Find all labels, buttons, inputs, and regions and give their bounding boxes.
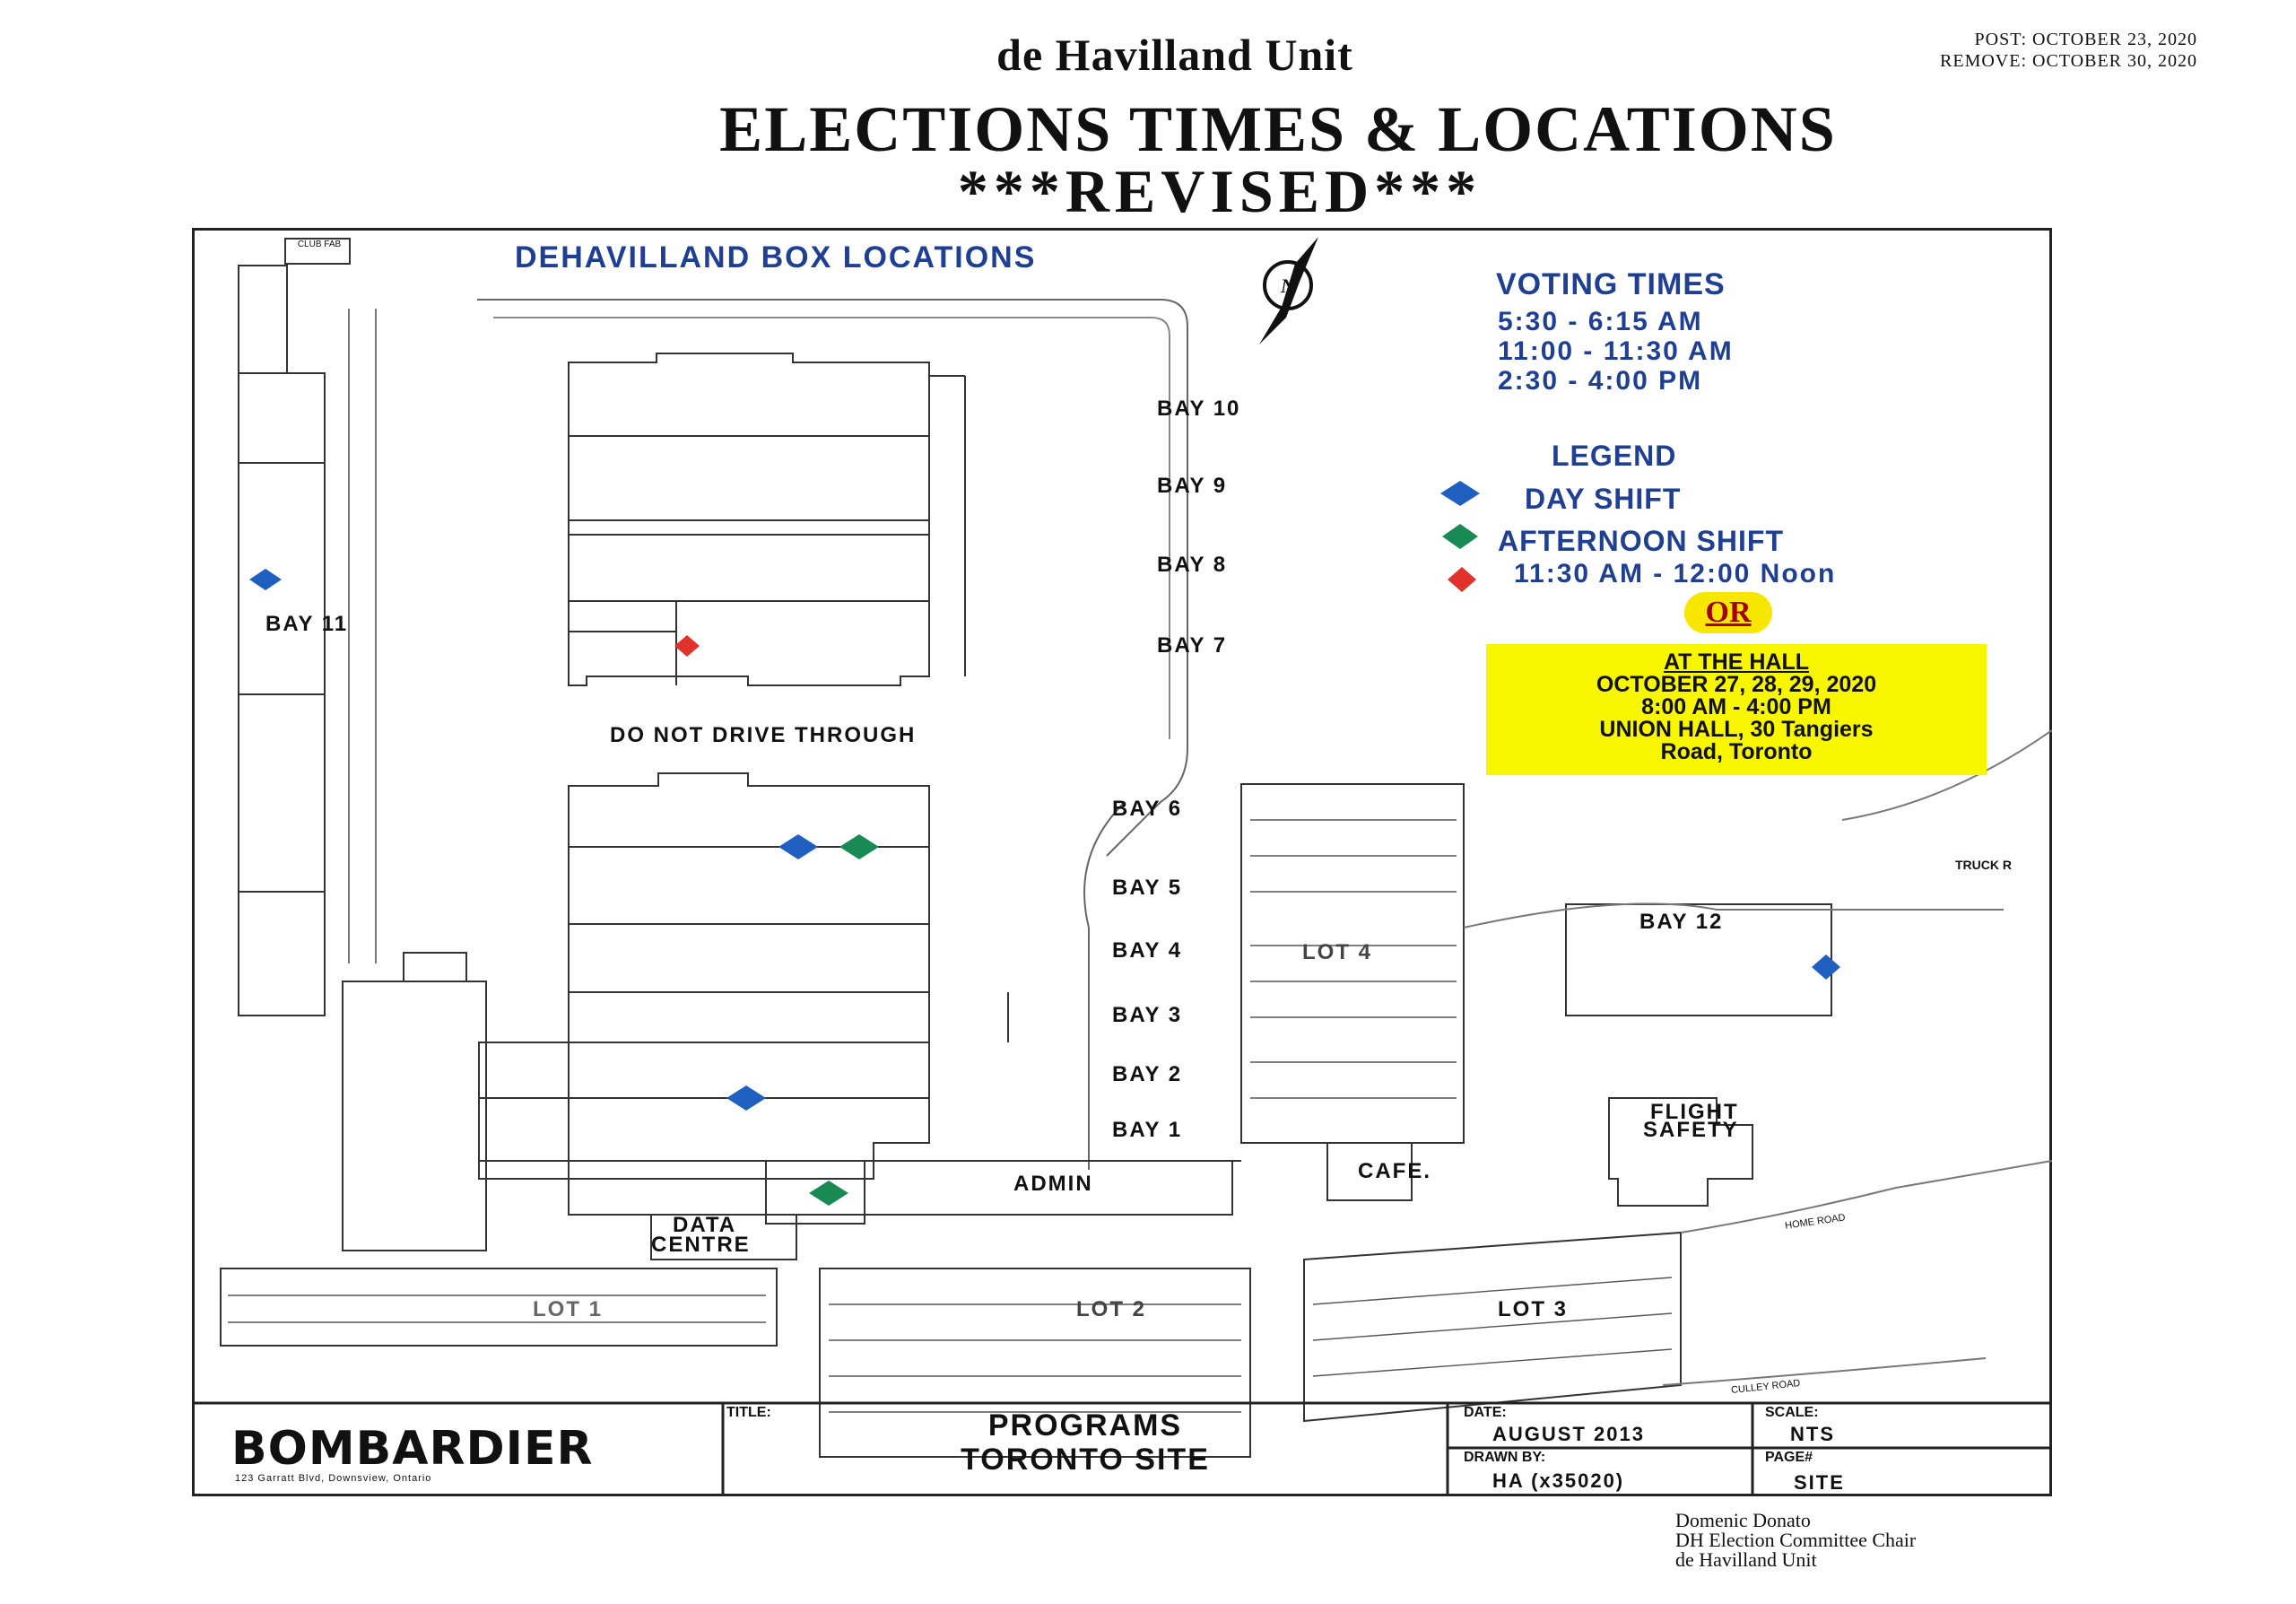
title-label: TITLE: [726,1405,771,1420]
legend-day-label: DAY SHIFT [1525,483,1682,515]
site-map [192,237,2052,1496]
title-line-2: TORONTO SITE [961,1443,1210,1477]
drawn-by-label: DRAWN BY: [1464,1450,1546,1465]
hall-place: UNION HALL, 30 Tangiers [1599,717,1874,742]
parking-stalls [228,819,1673,1413]
bay6-label: BAY 6 [1112,797,1183,821]
box-bay6-day [778,834,818,859]
legend-title: LEGEND [1552,440,1677,472]
lower-complex [568,772,930,1180]
remove-date: REMOVE: OCTOBER 30, 2020 [1940,51,2197,71]
legend-red-marker [1448,567,1476,592]
signer-role: DH Election Committee Chair [1675,1529,1917,1551]
signature-block: Domenic Donato DH Election Committee Cha… [1675,1511,1916,1570]
box-locations-title: DEHAVILLAND BOX LOCATIONS [515,240,1037,275]
post-dates: POST: OCTOBER 23, 2020 REMOVE: OCTOBER 3… [1940,29,2197,72]
voting-time-2: 11:00 - 11:30 AM [1498,336,1734,366]
box-admin-afternoon [809,1181,848,1206]
bay11-label: BAY 11 [265,612,349,636]
admin-building [568,1160,1233,1216]
hall-time: 8:00 AM - 4:00 PM [1641,694,1831,719]
box-bay2-day [726,1085,766,1111]
legend-day-marker [1440,481,1480,506]
page-subtitle: ***REVISED*** [957,157,1483,225]
lot1-label: LOT 1 [533,1297,604,1321]
no-drive-label: DO NOT DRIVE THROUGH [610,723,917,747]
voting-time-1: 5:30 - 6:15 AM [1498,307,1703,336]
or-badge: OR [1684,592,1772,633]
signer-unit: de Havilland Unit [1675,1548,1817,1571]
lot2-outline [819,1268,1251,1458]
union-hall-notice: AT THE HALL OCTOBER 27, 28, 29, 2020 8:0… [1486,644,1987,775]
signer-name: Domenic Donato [1675,1509,1811,1531]
box-bay7-red [674,635,700,657]
post-date: POST: OCTOBER 23, 2020 [1974,30,2197,49]
bay7-label: BAY 7 [1157,633,1228,658]
cafe-label: CAFE. [1358,1159,1431,1183]
bay2-label: BAY 2 [1112,1062,1183,1086]
lot3-label: LOT 3 [1498,1297,1569,1321]
bay4-label: BAY 4 [1112,938,1183,963]
date-label: DATE: [1464,1405,1507,1420]
voting-time-3: 2:30 - 4:00 PM [1498,366,1703,396]
scale-label: SCALE: [1765,1405,1819,1420]
truck-road-label: TRUCK R [1955,858,2012,872]
admin-label: ADMIN [1013,1172,1093,1196]
bombardier-address: 123 Garratt Blvd, Downsview, Ontario [235,1473,432,1484]
legend-afternoon-marker [1442,524,1478,549]
box-bay6-afternoon [839,834,879,859]
bay8-label: BAY 8 [1157,553,1228,577]
unit-title: de Havilland Unit [996,30,1353,80]
flight-label: FLIGHT [1650,1100,1739,1124]
box-bay11-day [249,569,282,590]
club-label: CLUB FAB [297,240,342,249]
drawn-by-value: HA (x35020) [1492,1469,1625,1492]
lot3-outline [1303,1231,1682,1423]
lot4-label: LOT 4 [1302,940,1373,964]
north-label: N [1281,275,1295,297]
page-title: ELECTIONS TIMES & LOCATIONS [719,93,1837,165]
scale-value: NTS [1790,1423,1835,1445]
ballot-box-markers [249,569,1840,1206]
lot1-outline [220,1268,778,1347]
page-label: PAGE# [1765,1450,1813,1465]
bay12-label: BAY 12 [1639,910,1724,934]
title-block [192,1401,2052,1496]
page-value: SITE [1794,1471,1845,1494]
data-centre [650,1214,797,1260]
legend-markers [1440,481,1480,592]
legend-red-time: 11:30 AM - 12:00 Noon [1514,559,1837,588]
club-fab-box [284,238,351,265]
club-building [238,265,288,374]
upper-complex [568,353,930,686]
data-label: DATA [673,1213,737,1237]
date-value: AUGUST 2013 [1492,1423,1645,1445]
bay9-label: BAY 9 [1157,474,1228,498]
lot4-outline [1240,783,1465,1144]
title-line-1: PROGRAMS [987,1408,1183,1443]
hall-dates: OCTOBER 27, 28, 29, 2020 [1596,672,1877,697]
centre-label: CENTRE [651,1233,751,1257]
hall-heading: AT THE HALL [1663,649,1809,675]
safety-label: SAFETY [1643,1118,1739,1142]
bay10-label: BAY 10 [1157,397,1241,421]
box-bay12-day [1812,955,1840,980]
north-arrow-icon [1259,237,1318,344]
legend-afternoon-label: AFTERNOON SHIFT [1498,525,1784,557]
west-block [342,981,487,1251]
bay1-label: BAY 1 [1112,1118,1183,1142]
flight-safety-building [1608,1097,1753,1207]
bombardier-logo: BOMBARDIER [231,1422,594,1476]
bay5-label: BAY 5 [1112,876,1183,900]
voting-times-title: VOTING TIMES [1496,267,1726,301]
hall-place-2: Road, Toronto [1660,739,1813,764]
lot2-label: LOT 2 [1076,1297,1147,1321]
map-frame [192,228,2052,1496]
bay3-label: BAY 3 [1112,1003,1183,1027]
